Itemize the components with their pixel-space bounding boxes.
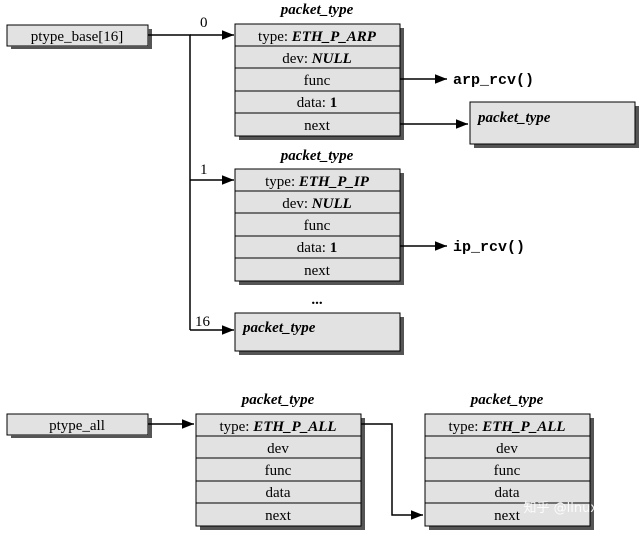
all1-to-all2-arrow [361,423,423,520]
ptype-base-connectors [148,30,234,335]
arp-dev-field: dev: NULL [282,51,352,67]
ptype-all-box: ptype_all [6,413,152,438]
arp-next-field: next [304,118,331,134]
ptype-base-label: ptype_base[16] [31,29,123,45]
index-16: 16 [195,314,211,330]
struct-all1-title: packet_type [240,392,315,408]
arp-data-field: data: 1 [297,95,337,111]
ip-data-field: data: 1 [297,240,337,256]
all2-dev-field: dev [496,441,518,457]
struct-all1: type: ETH_P_ALL dev func data next [195,413,365,530]
index-1: 1 [200,162,208,178]
arp-type-field: type: ETH_P_ARP [258,29,377,45]
index16-packet-type-title: packet_type [241,320,316,336]
all1-dev-field: dev [267,441,289,457]
all2-next-field: next [494,508,521,524]
ip-dev-field: dev: NULL [282,196,352,212]
next-packet-type-box: packet_type [469,101,639,148]
struct-all2: type: ETH_P_ALL dev func data next [424,413,594,530]
struct-ip: type: ETH_P_IP dev: NULL func data: 1 ne… [234,168,404,285]
next-packet-type-title: packet_type [476,110,551,126]
struct-arp-title: packet_type [279,2,354,18]
all1-next-field: next [265,508,292,524]
all2-func-field: func [494,463,521,479]
arp-func-field: func [304,73,331,89]
struct-all2-title: packet_type [469,392,544,408]
all1-type-field: type: ETH_P_ALL [219,419,336,435]
struct-arp: type: ETH_P_ARP dev: NULL func data: 1 n… [234,23,404,140]
all1-func-field: func [265,463,292,479]
all1-data-field: data [266,485,291,501]
watermark: 知乎 @linux开发 [523,500,624,516]
ip-next-field: next [304,263,331,279]
index-0: 0 [200,15,208,31]
arp-rcv-label: arp_rcv() [453,72,534,89]
struct-ip-title: packet_type [279,148,354,164]
ip-rcv-label: ip_rcv() [453,239,525,256]
ptype-base-box: ptype_base[16] [6,24,152,49]
index16-packet-type-box: packet_type [234,312,404,355]
ptype-all-label: ptype_all [49,418,105,434]
ellipsis: ... [311,292,323,308]
ip-type-field: type: ETH_P_IP [265,174,370,190]
all2-data-field: data [495,485,520,501]
ip-func-field: func [304,218,331,234]
all2-type-field: type: ETH_P_ALL [448,419,565,435]
